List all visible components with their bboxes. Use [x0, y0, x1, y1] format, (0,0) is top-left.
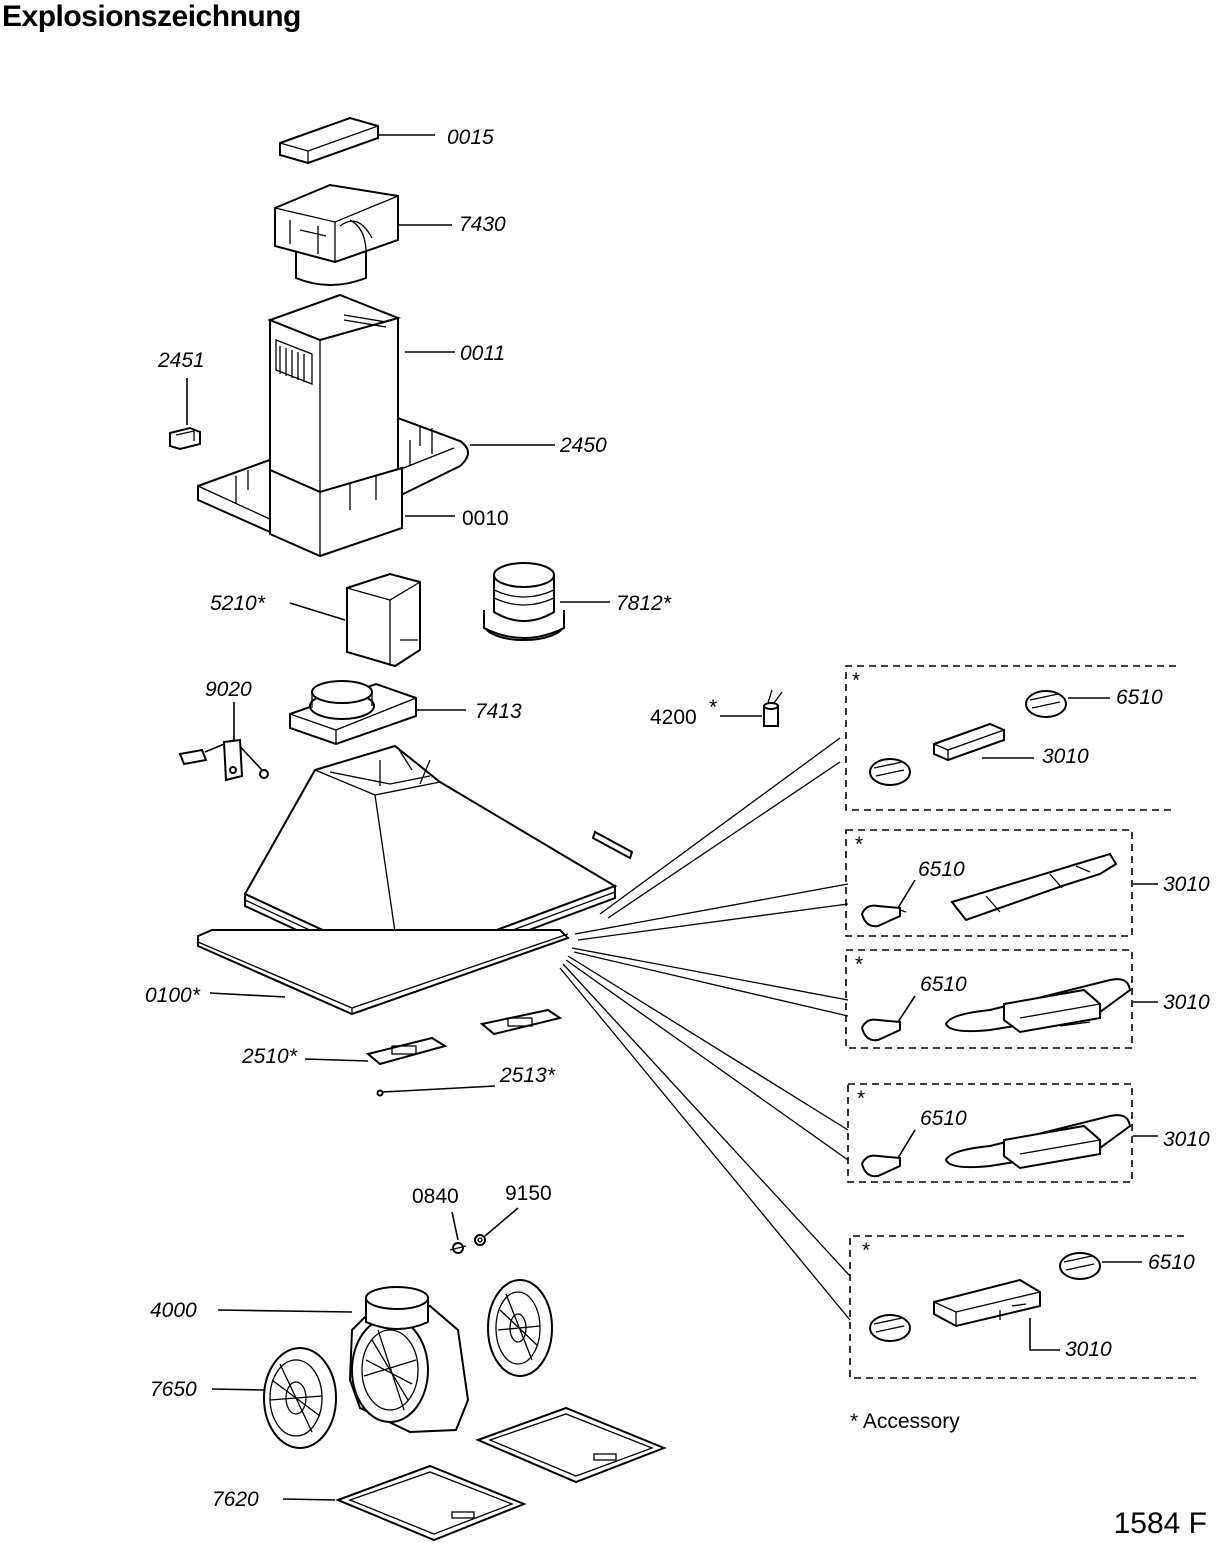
part-7620-grease-filters	[282, 1406, 667, 1542]
part-9020-bracket	[178, 702, 269, 782]
accessory-box-1	[845, 665, 1176, 811]
label-7650: 7650	[150, 1378, 197, 1401]
box-2-lamp-label: 6510	[918, 858, 965, 881]
box-5-lamp-label: 6510	[1148, 1251, 1195, 1274]
box-5-housing-label: 3010	[1065, 1338, 1112, 1361]
part-0015-bracket	[279, 116, 435, 165]
part-4200-capacitor	[720, 689, 783, 727]
accessory-box-4	[847, 1083, 1158, 1183]
box-3-lamp-label: 6510	[920, 973, 967, 996]
part-5210-box	[289, 572, 421, 668]
part-0011-upper-chimney	[267, 293, 455, 494]
box-1-housing-label: 3010	[1042, 745, 1089, 768]
part-7650-fan-cover-left	[211, 1347, 337, 1449]
label-2513: 2513*	[499, 1064, 556, 1087]
accessory-box-2	[845, 829, 1158, 937]
accessory-box-5	[849, 1235, 1196, 1379]
box-4-housing-label: 3010	[1163, 1128, 1210, 1151]
box-4-lamp-label: 6510	[920, 1107, 967, 1130]
label-0011: 0011	[460, 342, 505, 365]
label-9020: 9020	[205, 678, 252, 701]
label-2451: 2451	[157, 349, 205, 372]
label-2510: 2510*	[241, 1045, 298, 1068]
part-2451-clip	[169, 378, 201, 451]
label-7430: 7430	[459, 213, 506, 236]
box-2-star: *	[855, 833, 863, 856]
label-0100: 0100*	[145, 984, 201, 1007]
box-2-housing-label: 3010	[1163, 873, 1210, 896]
label-4200: 4200	[650, 706, 697, 729]
label-2450: 2450	[559, 434, 607, 457]
box-5-star: *	[862, 1239, 870, 1262]
box-3-housing-label: 3010	[1163, 991, 1210, 1014]
accessory-leader-lines	[559, 737, 851, 1321]
label-0840: 0840	[412, 1185, 459, 1208]
part-7413-plate	[289, 680, 466, 746]
part-0840-9150	[449, 1207, 519, 1254]
part-7650-fan-cover-right	[487, 1279, 553, 1377]
part-2510-plates	[304, 1008, 563, 1097]
document-number: 1584 F	[1113, 1507, 1207, 1540]
accessory-box-3	[845, 949, 1158, 1049]
page-title: Explosionszeichnung	[2, 0, 301, 33]
part-7430-outlet	[274, 183, 452, 286]
label-7812: 7812*	[616, 592, 672, 615]
box-3-star: *	[855, 953, 863, 976]
label-4000: 4000	[150, 1299, 197, 1322]
label-4200-star: *	[709, 696, 717, 719]
label-5210: 5210*	[210, 592, 266, 615]
part-0100-frame	[197, 929, 570, 1016]
box-1-lamp-label: 6510	[1116, 686, 1163, 709]
part-4000-blower	[217, 1286, 470, 1434]
accessory-footnote: * Accessory	[850, 1410, 960, 1433]
part-7812-collar	[483, 562, 610, 641]
label-0010: 0010	[462, 507, 509, 530]
label-7620: 7620	[212, 1488, 259, 1511]
label-0015: 0015	[447, 126, 494, 149]
label-9150: 9150	[505, 1182, 552, 1205]
part-0010-lower-chimney	[269, 466, 455, 558]
box-4-star: *	[857, 1087, 865, 1110]
box-1-star: *	[852, 669, 860, 692]
label-7413: 7413	[475, 700, 522, 723]
